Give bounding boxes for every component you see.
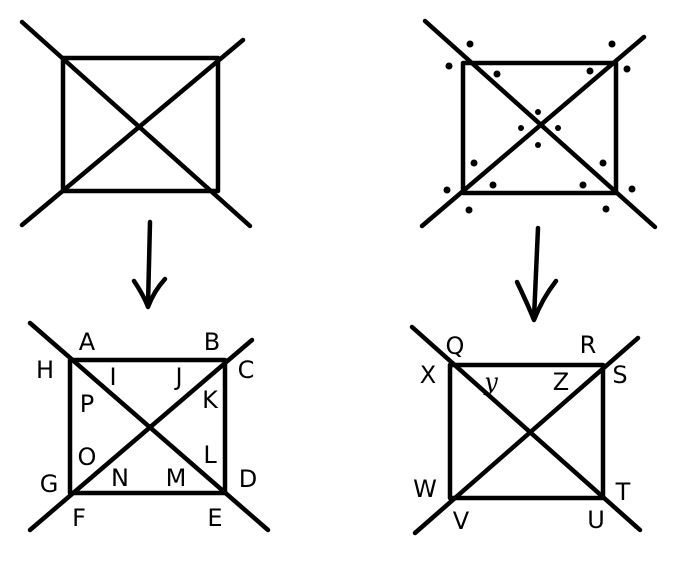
letter-l: L — [203, 441, 217, 469]
top-right-diagonal-2 — [419, 34, 647, 229]
left-arrow-shaft — [145, 219, 153, 308]
letter-u: U — [587, 506, 605, 534]
letter-d: D — [239, 465, 257, 493]
bottom-right-diagonal-1 — [409, 324, 643, 533]
letter-w: W — [413, 475, 437, 503]
left-arrow-head — [131, 276, 168, 310]
dot — [518, 125, 524, 131]
bottom-right-square — [447, 362, 606, 501]
bottom-right-lettered-grid: Q R S T U V W X y Z — [409, 324, 643, 536]
letter-j: J — [173, 363, 182, 391]
letter-p: P — [80, 390, 94, 418]
bottom-left-square — [67, 357, 228, 496]
letter-m: M — [166, 464, 187, 492]
letter-v: V — [453, 507, 470, 535]
cipher-dots — [443, 40, 636, 214]
letter-h: H — [36, 356, 54, 384]
letter-k: K — [202, 386, 219, 414]
letter-i: I — [109, 363, 116, 391]
top-left-square — [60, 55, 221, 194]
letter-c: C — [238, 356, 255, 384]
dot — [628, 185, 636, 193]
letter-z: Z — [553, 368, 569, 396]
dot — [579, 181, 587, 189]
dot — [599, 159, 607, 167]
letter-b: B — [204, 328, 220, 356]
letter-x: X — [420, 361, 436, 389]
dot — [445, 62, 453, 70]
letter-y: y — [483, 368, 498, 396]
letter-e: E — [207, 504, 222, 532]
right-down-arrow — [514, 225, 559, 323]
letter-a: A — [79, 328, 96, 356]
right-arrow-shaft — [531, 225, 541, 321]
dot — [608, 40, 616, 48]
left-down-arrow — [131, 219, 168, 310]
top-right-dotted-x-grid — [419, 18, 658, 230]
letter-n: N — [111, 464, 129, 492]
dot — [535, 142, 541, 148]
dot — [586, 67, 594, 75]
letter-s: S — [612, 361, 627, 389]
dot — [466, 40, 474, 48]
dot — [535, 109, 541, 115]
top-right-square — [460, 60, 619, 196]
letter-t: T — [615, 478, 631, 506]
dot — [470, 159, 478, 167]
dot — [443, 186, 451, 194]
letter-q: Q — [446, 332, 465, 360]
letter-f: F — [72, 504, 86, 532]
letter-g: G — [40, 470, 59, 498]
bottom-right-diagonal-2 — [412, 335, 641, 536]
top-left-x-grid — [19, 19, 253, 229]
top-left-diagonal-1 — [19, 19, 253, 229]
letter-o: O — [78, 443, 97, 471]
letter-r: R — [580, 331, 597, 359]
top-left-diagonal-2 — [19, 37, 246, 228]
dot — [465, 206, 473, 214]
dot — [602, 205, 610, 213]
dot — [623, 65, 631, 73]
right-arrow-head — [514, 278, 559, 323]
bottom-left-lettered-grid: A B C D E F G H I J K L M N O P — [27, 320, 271, 533]
dot — [489, 181, 497, 189]
dot — [555, 125, 561, 131]
bottom-left-diagonal-2 — [27, 337, 255, 533]
dot — [493, 70, 501, 78]
